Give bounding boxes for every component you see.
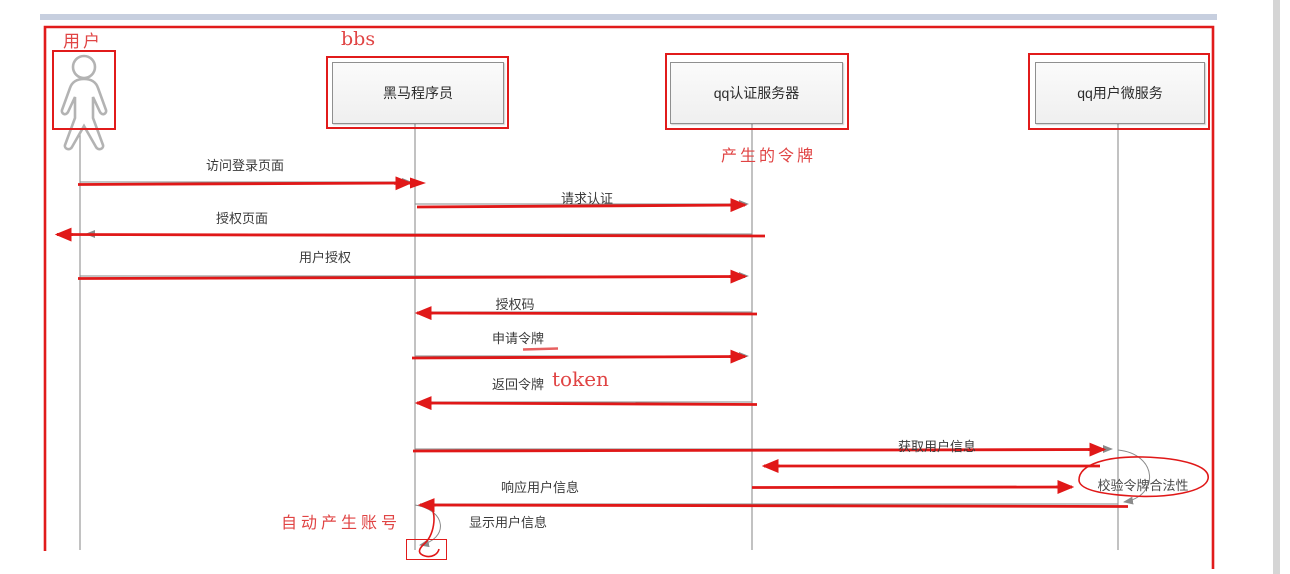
participant-box-qq-user-service[interactable]: qq用户微服务 [1035,62,1205,124]
message-label-show-userinfo: 显示用户信息 [468,515,548,530]
message-label-auth-code: 授权码 [495,297,535,312]
participant-box-bbs-app[interactable]: 黑马程序员 [332,62,504,124]
message-label-verify-token: 校验令牌合法性 [1097,478,1189,493]
message-label-user-authorize: 用户授权 [298,250,352,265]
horizontal-scrollbar[interactable] [40,14,1217,20]
red-annotation-arrows [56,181,1129,508]
token-annotation-text: token [552,367,609,391]
lifelines [79,124,1119,550]
participant-label: 黑马程序员 [383,85,453,101]
participant-box-qq-auth-server[interactable]: qq认证服务器 [670,62,843,124]
qq-user-redbox-annotation [1028,53,1210,130]
message-label-return-token: 返回令牌 [491,377,545,392]
bbs-app-redbox-annotation [326,56,509,129]
token-underline-annotation [522,347,559,351]
vertical-scrollbar[interactable] [1273,0,1280,574]
participant-label: qq用户微服务 [1077,85,1163,101]
message-label-request-auth: 请求认证 [560,191,614,206]
red-arrowheads [410,177,426,189]
show-info-loop-annotation [418,502,440,558]
generated-token-annotation-text: 产生的令牌 [721,146,817,165]
user-annotation-text: 用户 [63,32,103,52]
message-label-apply-token: 申请令牌 [491,331,545,346]
message-label-respond-userinfo: 响应用户信息 [500,480,580,495]
self-call-arc-verify-token [1117,449,1151,505]
user-actor-icon [60,54,108,151]
participant-label: qq认证服务器 [713,85,800,101]
message-label-get-userinfo: 获取用户信息 [897,439,977,454]
account-redbox-annotation [406,539,447,560]
auto-account-annotation-text: 自动产生账号 [281,513,402,532]
diagram-frame-annotation [43,25,1215,569]
message-label-auth-page: 授权页面 [215,211,269,226]
bbs-annotation-text: bbs [341,28,376,50]
qq-auth-redbox-annotation [665,53,849,130]
verify-token-ellipse-annotation [1078,456,1209,498]
message-label-visit-login: 访问登录页面 [205,158,285,173]
user-actor-redbox-annotation [52,50,116,130]
